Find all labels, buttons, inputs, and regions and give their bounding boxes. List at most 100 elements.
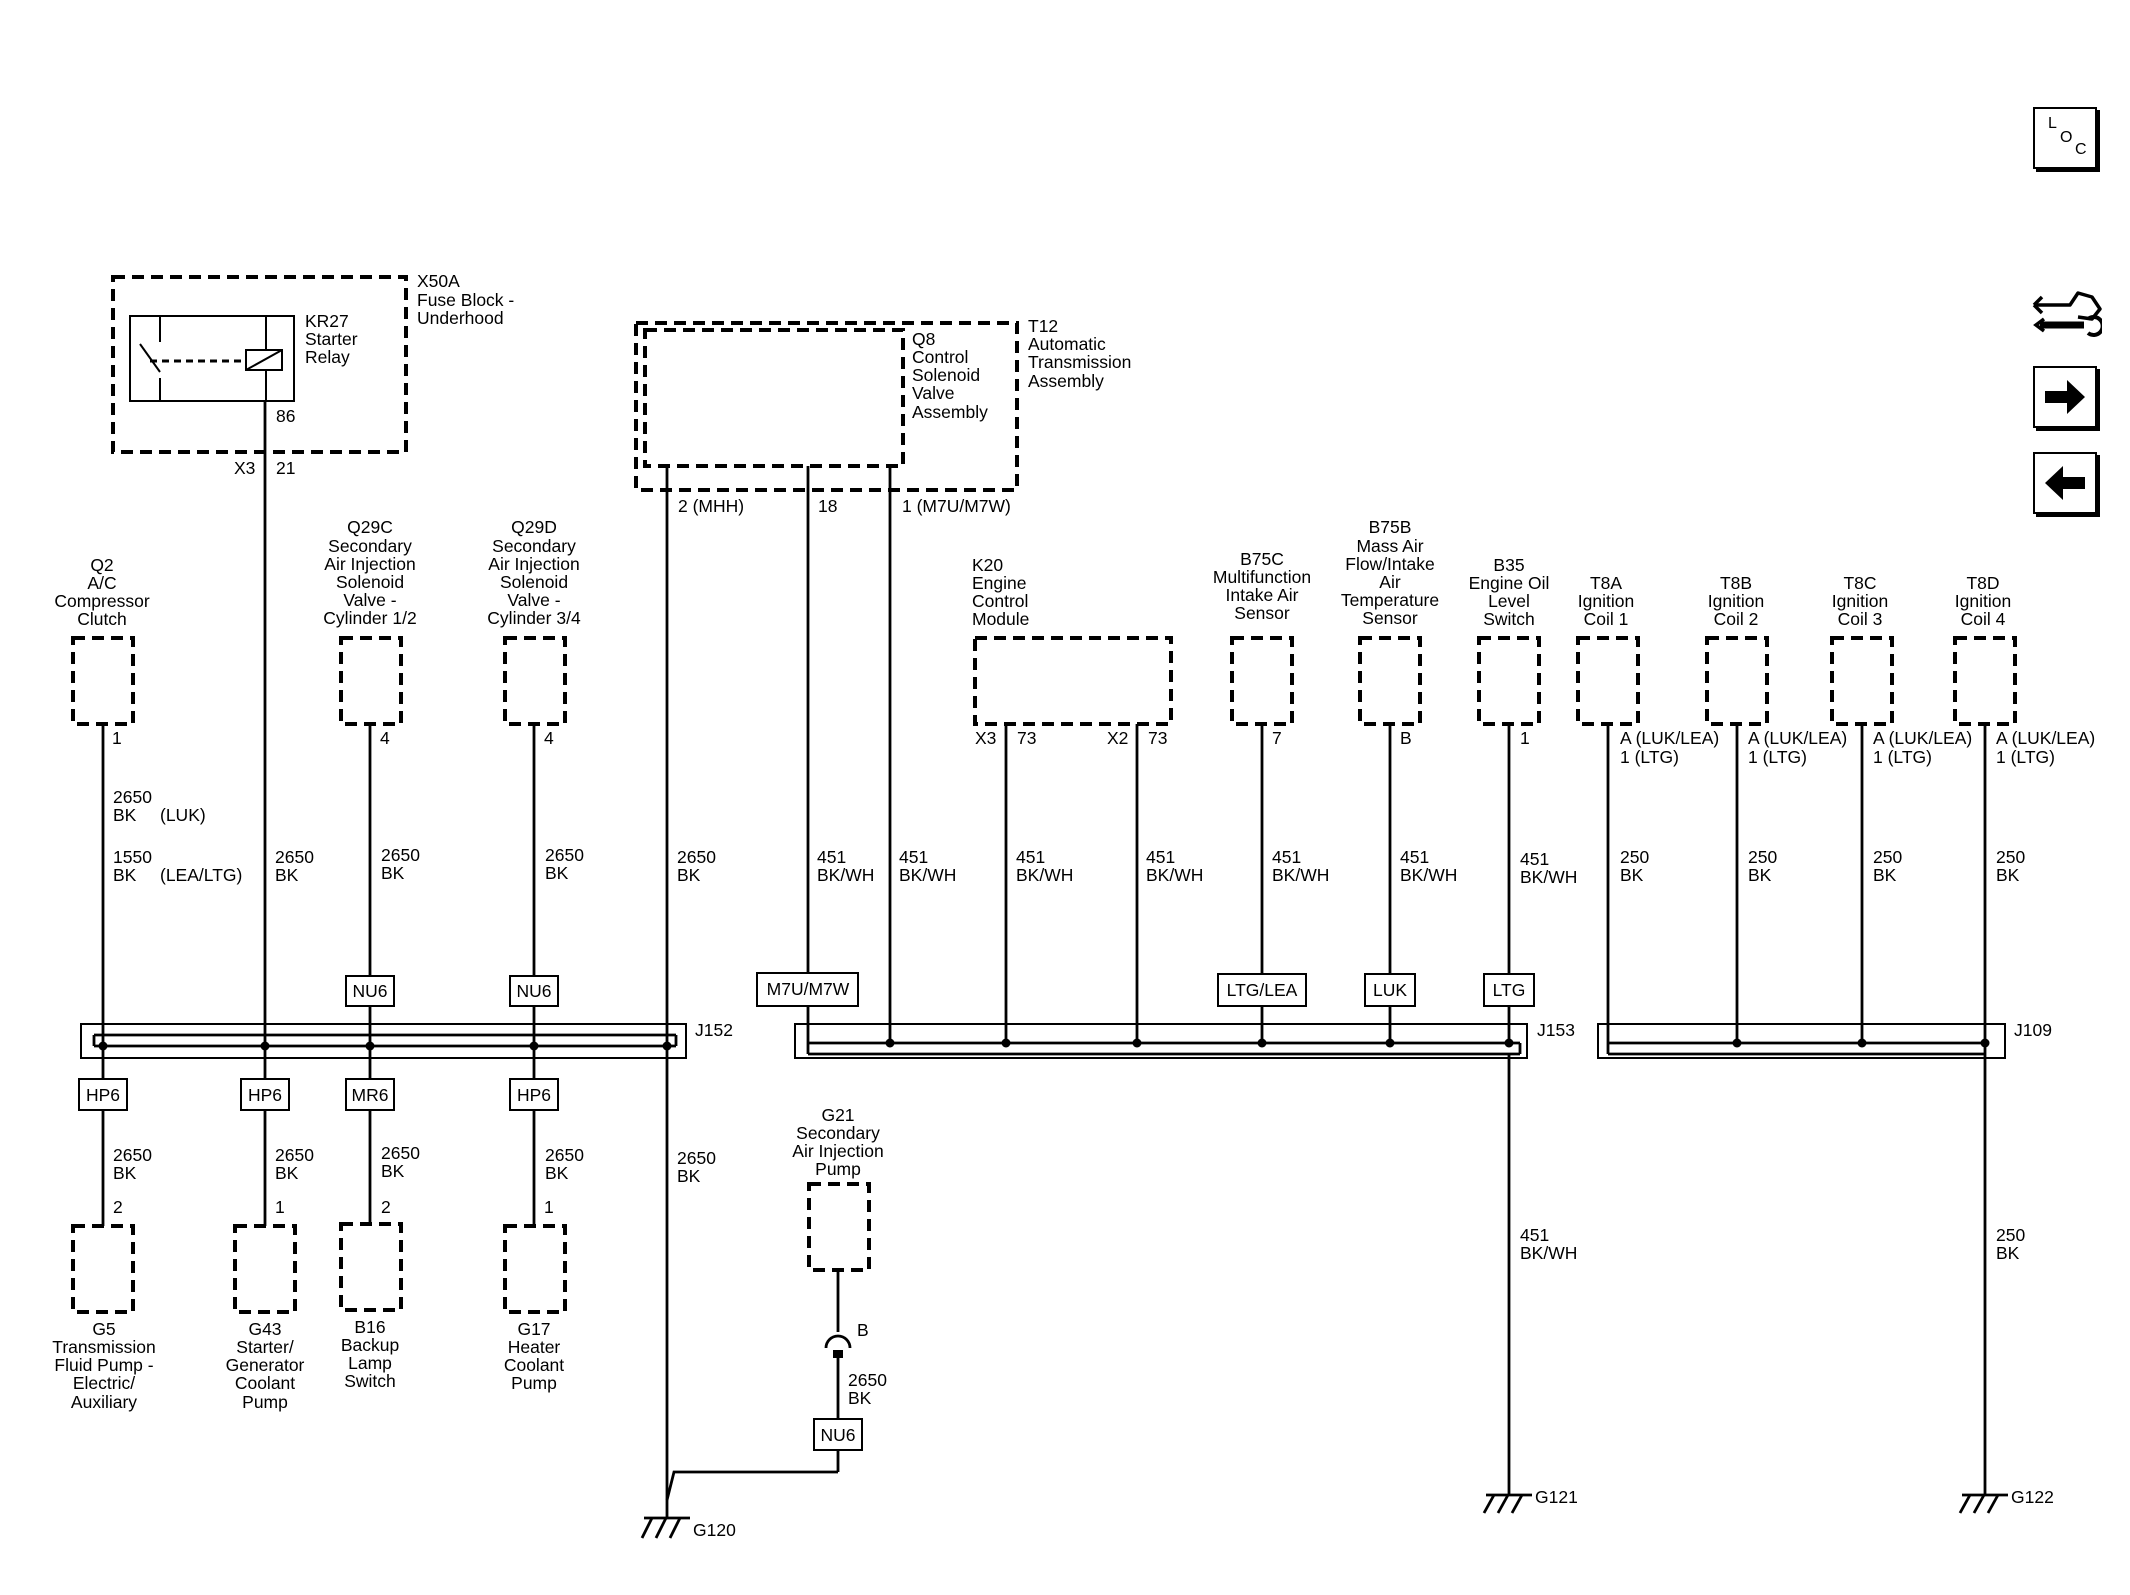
t8b-ignition-coil-2: T8B Ignition Coil 2 A (LUK/LEA) 1 (LTG) <box>1705 573 1847 767</box>
g43-line4: Pump <box>242 1392 288 1412</box>
previous-page-button[interactable] <box>2033 452 2097 514</box>
b16-line3: Switch <box>344 1371 396 1391</box>
t8a-pin-1: 1 (LTG) <box>1620 747 1679 767</box>
pin-21-label: 21 <box>276 458 295 478</box>
t12-pin-2: 2 (MHH) <box>678 496 744 516</box>
g17-line1: Heater <box>508 1337 561 1357</box>
lower-option-boxes: HP6 HP6 MR6 HP6 NU6 <box>78 1078 863 1451</box>
t8a-line1: Ignition <box>1578 591 1634 611</box>
b35-oil-level-switch: B35 Engine Oil Level Switch 1 <box>1469 555 1550 748</box>
q29c-pin: 4 <box>380 728 390 748</box>
t8a-id: T8A <box>1590 573 1622 593</box>
g121-label: G121 <box>1535 1487 1578 1507</box>
wire-t8a-color: BK <box>1620 865 1644 885</box>
g21-secondary-air-injection-pump: G21 Secondary Air Injection Pump B <box>792 1105 884 1358</box>
wire-g121-gauge: 451 <box>1520 1225 1549 1245</box>
wire-q29d-color: BK <box>545 863 569 883</box>
locator-button[interactable]: L O C <box>2033 107 2097 169</box>
wire-kr27-gauge: 2650 <box>275 847 314 867</box>
k20-x2: X2 <box>1107 728 1128 748</box>
upper-wires <box>101 401 1987 1045</box>
g43-id: G43 <box>248 1319 281 1339</box>
loc-letter-c: C <box>2075 141 2087 158</box>
wire-t8c-color: BK <box>1873 865 1897 885</box>
option-ltg-lea: LTG/LEA <box>1227 980 1298 1000</box>
b16-line2: Lamp <box>348 1353 392 1373</box>
t8a-pin-a: A (LUK/LEA) <box>1620 728 1719 748</box>
g17-id: G17 <box>517 1319 550 1339</box>
option-m7u-m7w: M7U/M7W <box>767 979 850 999</box>
splice-j152: J152 <box>80 1020 733 1059</box>
q29c-solenoid-valve: Q29C Secondary Air Injection Solenoid Va… <box>323 517 416 748</box>
next-page-button[interactable] <box>2033 366 2097 428</box>
kr27-pin: 86 <box>276 406 295 426</box>
k20-id: K20 <box>972 555 1003 575</box>
t12-line1: Automatic <box>1028 334 1106 354</box>
t12-id: T12 <box>1028 316 1058 336</box>
g5-pin: 2 <box>113 1197 123 1217</box>
kr27-line2: Relay <box>305 347 350 367</box>
arrow-right-icon <box>2045 380 2085 414</box>
b35-line1: Engine Oil <box>1469 573 1550 593</box>
option-hp6-g5: HP6 <box>86 1085 120 1105</box>
wire-t12a-gauge: 2650 <box>677 847 716 867</box>
wire-k20x2-gauge: 451 <box>1146 847 1175 867</box>
t8d-pin-1: 1 (LTG) <box>1996 747 2055 767</box>
b75c-line2: Intake Air <box>1226 585 1299 605</box>
q2-compressor-clutch: Q2 A/C Compressor Clutch 1 <box>54 555 149 748</box>
g43-line2: Generator <box>226 1355 305 1375</box>
x3-label: X3 <box>234 458 255 478</box>
k20-x3-pin: 73 <box>1017 728 1036 748</box>
upper-option-boxes: NU6 NU6 M7U/M7W LTG/LEA LUK LTG <box>345 972 1535 1007</box>
t12-line2: Transmission <box>1028 352 1131 372</box>
g43-line3: Coolant <box>235 1373 295 1393</box>
q2-line1: A/C <box>87 573 116 593</box>
ground-g121: G121 <box>1482 1487 1578 1514</box>
wire-b75b-gauge: 451 <box>1400 847 1429 867</box>
wire-q29c-gauge: 2650 <box>381 845 420 865</box>
b35-pin: 1 <box>1520 728 1530 748</box>
kr27-id: KR27 <box>305 311 349 331</box>
wire-q2-option-b: (LEA/LTG) <box>160 865 242 885</box>
b35-line2: Level <box>1488 591 1530 611</box>
wire-g122-gauge: 250 <box>1996 1225 2025 1245</box>
t12-pin-1: 1 (M7U/M7W) <box>902 496 1011 516</box>
q29c-id: Q29C <box>347 517 393 537</box>
j153-label: J153 <box>1537 1020 1575 1040</box>
x50a-fuse-block: X50A Fuse Block - Underhood <box>111 271 514 454</box>
wire-b75c-gauge: 451 <box>1272 847 1301 867</box>
b75c-intake-air-sensor: B75C Multifunction Intake Air Sensor 7 <box>1213 549 1311 748</box>
t8d-id: T8D <box>1966 573 1999 593</box>
t8c-ignition-coil-3: T8C Ignition Coil 3 A (LUK/LEA) 1 (LTG) <box>1830 573 1972 767</box>
g21-line3: Pump <box>815 1159 861 1179</box>
ground-g122: G122 <box>1958 1487 2054 1514</box>
q29c-line3: Solenoid <box>336 572 404 592</box>
q8-id: Q8 <box>912 329 935 349</box>
g21-id: G21 <box>821 1105 854 1125</box>
g5-line3: Electric/ <box>73 1373 135 1393</box>
b16-backup-lamp-switch: 2 B16 Backup Lamp Switch <box>339 1197 403 1391</box>
arrow-left-icon <box>2045 466 2085 500</box>
x50a-id: X50A <box>417 271 460 291</box>
g17-line2: Coolant <box>504 1355 564 1375</box>
g5-line2: Fluid Pump - <box>54 1355 153 1375</box>
t8b-id: T8B <box>1720 573 1752 593</box>
k20-line1: Engine <box>972 573 1027 593</box>
option-hp6-g17: HP6 <box>517 1085 551 1105</box>
k20-engine-control-module: K20 Engine Control Module X3 73 X2 73 <box>972 555 1173 748</box>
wire-b35-gauge: 451 <box>1520 849 1549 869</box>
wire-t12b-color: BK/WH <box>817 865 874 885</box>
t8a-ignition-coil-1: T8A Ignition Coil 1 A (LUK/LEA) 1 (LTG) <box>1576 573 1719 767</box>
wire-t8d-gauge: 250 <box>1996 847 2025 867</box>
g120-label: G120 <box>693 1520 736 1540</box>
repair-info-button[interactable] <box>2030 275 2105 345</box>
wire-t12c-color: BK/WH <box>899 865 956 885</box>
t8c-pin-a: A (LUK/LEA) <box>1873 728 1972 748</box>
q29c-line1: Secondary <box>328 536 412 556</box>
wire-t12c-gauge: 451 <box>899 847 928 867</box>
wire-b75b-color: BK/WH <box>1400 865 1457 885</box>
wire-b35-color: BK/WH <box>1520 867 1577 887</box>
wire-k20x2-color: BK/WH <box>1146 865 1203 885</box>
wire-q2-gauge-b: 1550 <box>113 847 152 867</box>
